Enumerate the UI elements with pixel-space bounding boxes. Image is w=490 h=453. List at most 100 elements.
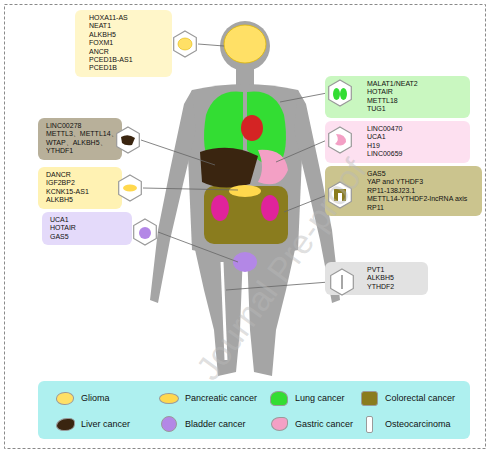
gene-name: RP11-138J23.1 [367, 187, 478, 195]
pancreas-organ [229, 185, 261, 197]
gene-name: MALAT1/NEAT2 [367, 80, 466, 88]
legend-entry: Gastric cancer [270, 416, 353, 432]
legend-entry: Lung cancer [270, 390, 345, 406]
body-head [220, 21, 270, 71]
legend-text: Gastric cancer [295, 419, 353, 429]
gene-name: YAP and YTHDF3 [367, 178, 478, 186]
gene-name: UCA1 [50, 216, 128, 224]
legend-swatch [270, 391, 288, 406]
body-arm [150, 90, 196, 303]
hexagon-icon [329, 127, 352, 153]
lung-icon [333, 88, 340, 100]
leader-line [143, 188, 238, 190]
gene-name: PCED1B [89, 64, 168, 72]
kidney-organ [211, 195, 229, 221]
gene-name: UCA1 [367, 133, 466, 141]
gene-list-box: DANCRIGF2BP2KCNK15-AS1ALKBH5 [38, 167, 122, 209]
legend-text: Bladder cancer [185, 419, 246, 429]
leader-line [280, 93, 327, 102]
gene-name: ALKBH5 [46, 196, 118, 204]
stomach-icon [335, 134, 346, 146]
gene-name: NEAT1 [89, 22, 168, 30]
legend-text: Glioma [81, 393, 110, 403]
legend-entry: Bladder cancer [160, 416, 246, 432]
legend-swatch [56, 418, 75, 431]
gene-name: WTAP、ALKBH5、 [46, 139, 118, 147]
legend-swatch [56, 392, 74, 405]
leader-line [284, 195, 327, 212]
gene-name: H19 [367, 142, 466, 150]
legend-entry: Pancreatic cancer [160, 390, 257, 406]
gene-name: LINC00470 [367, 125, 466, 133]
body-torso [186, 84, 304, 256]
lung-icon [340, 88, 347, 100]
legend-entry: Colorectal cancer [360, 390, 455, 406]
legend-swatch [361, 391, 378, 406]
gene-name: HOTAIR [367, 88, 466, 96]
brain-organ [224, 25, 266, 63]
gene-name: IGF2BP2 [46, 179, 118, 187]
gene-name: HOXA11-AS [89, 14, 168, 22]
legend-text: Colorectal cancer [385, 393, 455, 403]
gene-list-box: UCA1HOTAIRGAS5 [42, 212, 132, 245]
legend-text: Liver cancer [81, 419, 130, 429]
leader-line [158, 232, 238, 262]
liver-organ [200, 148, 258, 188]
pancreas-icon [123, 185, 137, 192]
leader-line [276, 140, 327, 162]
legend-text: Lung cancer [295, 393, 345, 403]
colon-organ [204, 186, 288, 244]
hexagon-icon [329, 182, 352, 208]
stomach-organ [258, 150, 288, 184]
bladder-icon [139, 227, 151, 239]
kidney-organ [261, 195, 279, 221]
bladder-organ [233, 252, 257, 272]
brain-icon [178, 38, 192, 50]
hexagon-icon [117, 127, 140, 153]
legend-swatch [366, 416, 373, 433]
gene-name: KCNK15-AS1 [46, 188, 118, 196]
gene-list-box: LINC00470UCA1H19LINC00659 [325, 121, 470, 163]
gene-list-box: HOXA11-ASNEAT1ALKBH5FOXM1ANCRPCED1B-AS1P… [75, 10, 172, 77]
watermark-text: Journal Pre-proof [188, 152, 374, 387]
legend-entry: Osteocarcinoma [360, 416, 451, 432]
gene-list-box: PVT1ALKBH5YTHDF2 [325, 262, 428, 295]
hexagon-icon [329, 80, 352, 106]
hexagon-icon [119, 175, 142, 201]
hexagon-icon [174, 31, 197, 57]
gene-name: ANCR [89, 48, 168, 56]
gene-name: DANCR [46, 171, 118, 179]
legend-swatch [159, 393, 179, 404]
gene-name: PVT1 [367, 266, 424, 274]
gene-list-box: MALAT1/NEAT2HOTAIRMETTL18TUG1 [325, 76, 470, 118]
liver-icon [121, 135, 135, 145]
leader-line [141, 140, 215, 165]
gene-name: PCED1B-AS1 [89, 56, 168, 64]
gene-name: FOXM1 [89, 39, 168, 47]
gene-name: LINC00659 [367, 150, 466, 158]
gene-name: TUG1 [367, 105, 466, 113]
gene-list-box: GAS5YAP and YTHDF3RP11-138J23.1METTL14-Y… [325, 166, 482, 216]
colon-icon [334, 189, 346, 201]
gene-name: METTL18 [367, 97, 466, 105]
hexagon-icon [134, 219, 157, 245]
hexagon-icon [331, 269, 354, 295]
gene-name: METTL3、METTL14、 [46, 130, 118, 138]
gene-name: ALKBH5 [89, 31, 168, 39]
gene-name: YTHDF1 [46, 147, 118, 155]
gene-name: ALKBH5 [367, 274, 424, 282]
gene-name: METTL14-YTHDF2-lncRNA axis [367, 195, 478, 203]
legend-swatch [161, 416, 177, 432]
gene-name: RP11 [367, 204, 478, 212]
gene-name: GAS5 [50, 233, 128, 241]
bone-organ [222, 262, 226, 360]
legend-entry: Glioma [56, 390, 110, 406]
leader-line [198, 44, 224, 46]
heart-organ [241, 115, 263, 141]
bone-icon [341, 275, 343, 289]
legend-text: Osteocarcinoma [385, 419, 451, 429]
gene-name: GAS5 [367, 170, 478, 178]
gene-name: YTHDF2 [367, 283, 424, 291]
legend-entry: Liver cancer [56, 416, 130, 432]
frame-border [5, 5, 486, 449]
